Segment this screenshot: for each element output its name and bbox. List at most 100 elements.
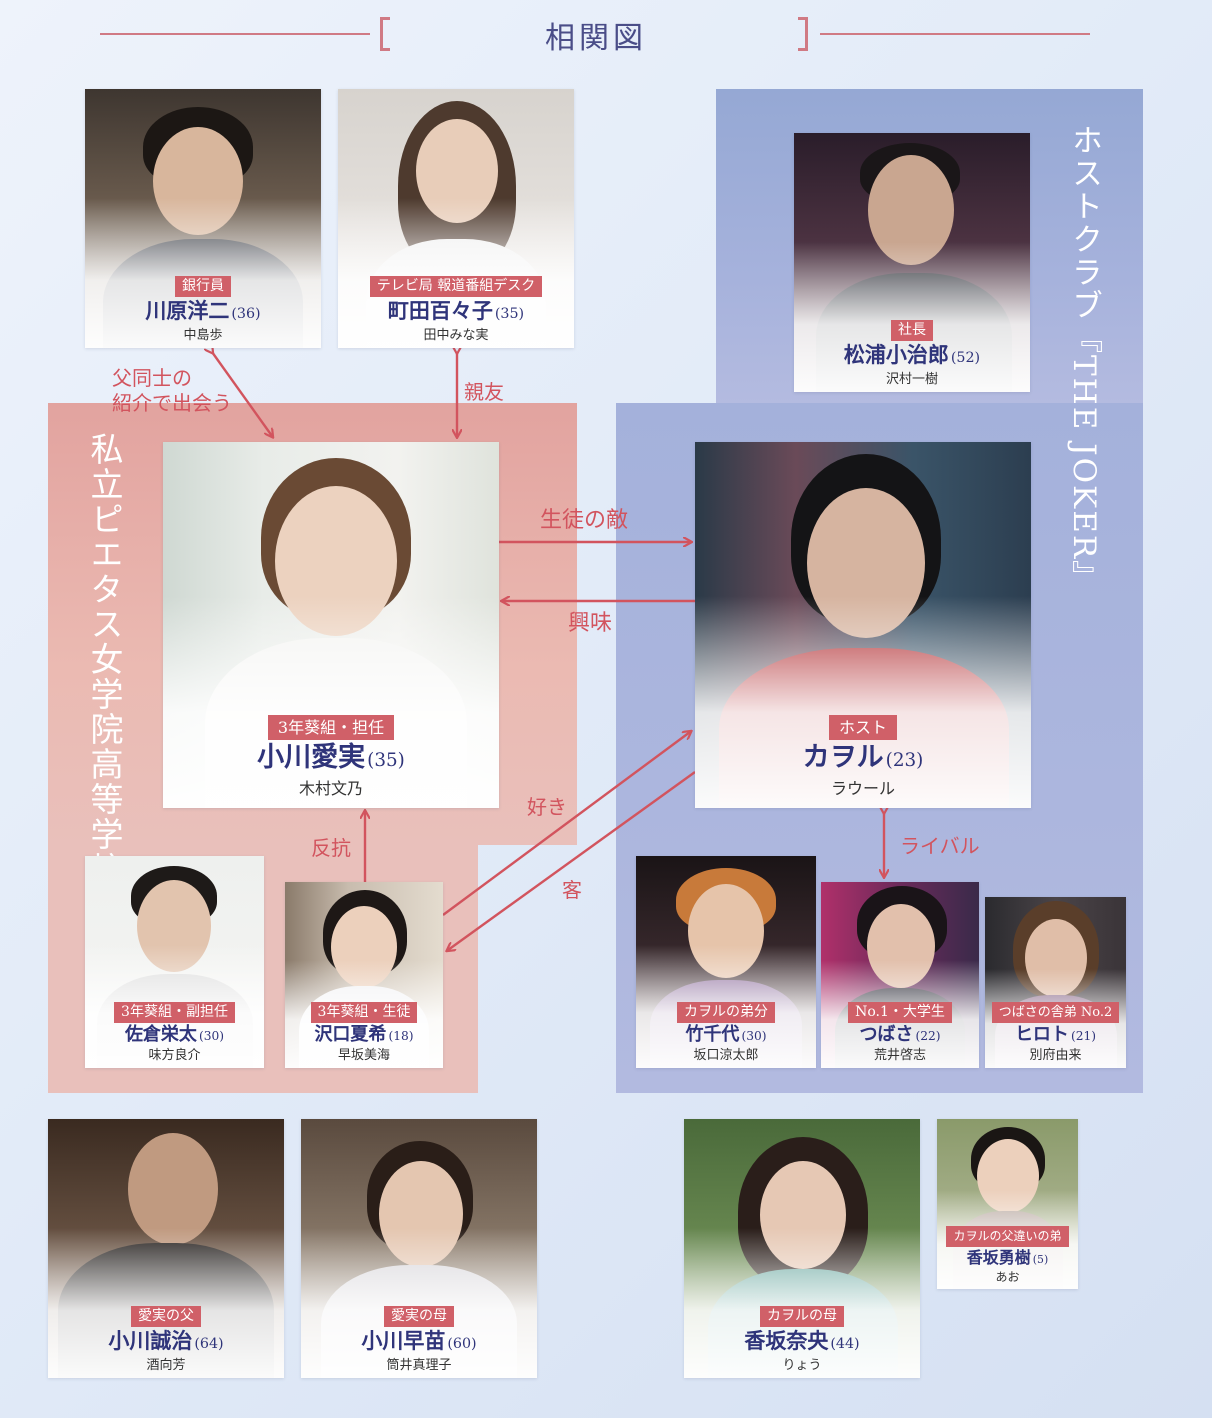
name-label: 小川愛実	[257, 742, 366, 773]
card-kousaka-yuuki[interactable]: カヲルの父違いの弟 香坂勇樹(5) あお	[937, 1119, 1078, 1289]
name-label: 小川誠治	[108, 1328, 193, 1353]
title-line-right	[820, 33, 1090, 35]
arrow-customer	[448, 771, 696, 950]
role-badge: 愛実の父	[131, 1306, 201, 1327]
card-ogawa-sanae[interactable]: 愛実の母 小川早苗(60) 筒井真理子	[301, 1119, 537, 1378]
info-ogawa-seiji: 愛実の父 小川誠治(64) 酒向芳	[48, 1305, 284, 1374]
relation-father-intro: 父同士の 紹介で出会う	[112, 366, 232, 415]
age-label: (30)	[741, 1029, 767, 1043]
relation-customer: 客	[562, 878, 582, 902]
arrow-kawahara-ogawa	[212, 352, 272, 436]
age-label: (44)	[830, 1336, 860, 1352]
info-sakura: 3年葵組・副担任 佐倉栄太(30) 味方良介	[85, 1001, 264, 1064]
role-badge: 3年葵組・副担任	[114, 1002, 235, 1023]
role-badge: 3年葵組・生徒	[310, 1002, 418, 1023]
age-label: (21)	[1070, 1029, 1097, 1043]
name-label: 佐倉栄太	[124, 1024, 197, 1045]
actor-label: 木村文乃	[298, 779, 363, 798]
actor-label: りょう	[782, 1358, 822, 1373]
card-ogawa-manami[interactable]: 3年葵組・担任 小川愛実(35) 木村文乃	[163, 442, 499, 808]
card-kousaka-nao[interactable]: カヲルの母 香坂奈央(44) りょう	[684, 1119, 920, 1378]
info-kawahara: 銀行員 川原洋二(36) 中島歩	[85, 275, 321, 344]
info-takechiyo: カヲルの弟分 竹千代(30) 坂口涼太郎	[636, 1001, 816, 1064]
name-label: つばさ	[859, 1024, 914, 1045]
age-label: (36)	[231, 306, 261, 322]
card-kaoru[interactable]: ホスト カヲル(23) ラウール	[695, 442, 1031, 808]
age-label: (35)	[494, 306, 525, 322]
name-label: 竹千代	[685, 1024, 740, 1045]
info-hiroto: つばさの舎弟 No.2 ヒロト(21) 別府由来	[985, 1001, 1126, 1064]
role-badge: 愛実の母	[384, 1306, 454, 1327]
actor-label: 中島歩	[183, 328, 223, 343]
relation-like: 好き	[527, 795, 567, 819]
info-sawaguchi: 3年葵組・生徒 沢口夏希(18) 早坂美海	[285, 1001, 443, 1064]
info-kaoru: ホスト カヲル(23) ラウール	[695, 715, 1031, 800]
actor-label: 坂口涼太郎	[693, 1048, 759, 1063]
card-takechiyo[interactable]: カヲルの弟分 竹千代(30) 坂口涼太郎	[636, 856, 816, 1068]
role-badge: カヲルの母	[760, 1306, 844, 1327]
age-label: (52)	[950, 350, 981, 366]
actor-label: 酒向芳	[146, 1358, 186, 1373]
name-label: 香坂勇樹	[966, 1248, 1031, 1267]
card-machida[interactable]: テレビ局 報道番組デスク 町田百々子(35) 田中みな実	[338, 89, 574, 348]
info-kousaka-yuuki: カヲルの父違いの弟 香坂勇樹(5) あお	[937, 1225, 1078, 1285]
info-tsubasa: No.1・大学生 つばさ(22) 荒井啓志	[821, 1001, 979, 1064]
relation-best-friend: 親友	[464, 380, 504, 404]
role-badge: No.1・大学生	[848, 1002, 952, 1023]
info-ogawa-manami: 3年葵組・担任 小川愛実(35) 木村文乃	[163, 715, 499, 800]
info-ogawa-sanae: 愛実の母 小川早苗(60) 筒井真理子	[301, 1305, 537, 1374]
info-kousaka-nao: カヲルの母 香坂奈央(44) りょう	[684, 1305, 920, 1374]
name-label: 小川早苗	[361, 1328, 446, 1353]
name-label: ヒロト	[1014, 1024, 1069, 1045]
card-sawaguchi[interactable]: 3年葵組・生徒 沢口夏希(18) 早坂美海	[285, 882, 443, 1068]
age-label: (60)	[447, 1336, 477, 1352]
name-label: 松浦小治郎	[843, 342, 949, 367]
age-label: (23)	[885, 750, 924, 771]
card-ogawa-seiji[interactable]: 愛実の父 小川誠治(64) 酒向芳	[48, 1119, 284, 1378]
role-badge: 社長	[891, 320, 933, 341]
card-kawahara[interactable]: 銀行員 川原洋二(36) 中島歩	[85, 89, 321, 348]
name-label: 川原洋二	[145, 298, 230, 323]
card-hiroto[interactable]: つばさの舎弟 No.2 ヒロト(21) 別府由来	[985, 897, 1126, 1068]
actor-label: 味方良介	[148, 1048, 201, 1063]
relation-enemy: 生徒の敵	[540, 508, 629, 533]
actor-label: 荒井啓志	[873, 1048, 926, 1063]
card-tsubasa[interactable]: No.1・大学生 つばさ(22) 荒井啓志	[821, 882, 979, 1068]
name-label: 沢口夏希	[314, 1024, 387, 1045]
actor-label: 別府由来	[1029, 1048, 1082, 1063]
role-badge: カヲルの弟分	[677, 1002, 775, 1023]
name-label: 香坂奈央	[744, 1328, 829, 1353]
name-label: 町田百々子	[387, 298, 493, 323]
role-badge: つばさの舎弟 No.2	[991, 1002, 1120, 1023]
title-line-left	[100, 33, 370, 35]
actor-label: 沢村一樹	[885, 372, 938, 387]
title-bracket-left	[380, 17, 390, 51]
relation-rebel: 反抗	[311, 836, 351, 860]
role-badge: テレビ局 報道番組デスク	[369, 276, 543, 297]
age-label: (5)	[1032, 1253, 1049, 1266]
actor-label: 筒井真理子	[386, 1358, 452, 1373]
age-label: (22)	[915, 1029, 941, 1043]
arrow-like	[442, 732, 690, 916]
card-sakura[interactable]: 3年葵組・副担任 佐倉栄太(30) 味方良介	[85, 856, 264, 1068]
age-label: (30)	[198, 1029, 225, 1043]
role-badge: カヲルの父違いの弟	[946, 1226, 1069, 1247]
relation-interest: 興味	[568, 611, 613, 636]
relation-rival: ライバル	[900, 834, 980, 858]
actor-label: 田中みな実	[423, 328, 489, 343]
actor-label: 早坂美海	[337, 1048, 390, 1063]
host-group-label: ホストクラブ『THE JOKER』	[1066, 124, 1102, 594]
role-badge: 銀行員	[175, 276, 231, 297]
school-group-label: 私立ピエタス女学院高等学校	[85, 432, 124, 887]
actor-label: ラウール	[830, 779, 895, 798]
age-label: (18)	[388, 1029, 414, 1043]
info-machida: テレビ局 報道番組デスク 町田百々子(35) 田中みな実	[338, 275, 574, 344]
card-matsuura[interactable]: 社長 松浦小治郎(52) 沢村一樹	[794, 133, 1030, 392]
age-label: (35)	[367, 750, 405, 771]
name-label: カヲル	[802, 742, 884, 773]
actor-label: あお	[995, 1270, 1020, 1284]
title-bracket-right	[798, 17, 808, 51]
info-matsuura: 社長 松浦小治郎(52) 沢村一樹	[794, 319, 1030, 388]
page-title: 相関図	[545, 21, 647, 56]
